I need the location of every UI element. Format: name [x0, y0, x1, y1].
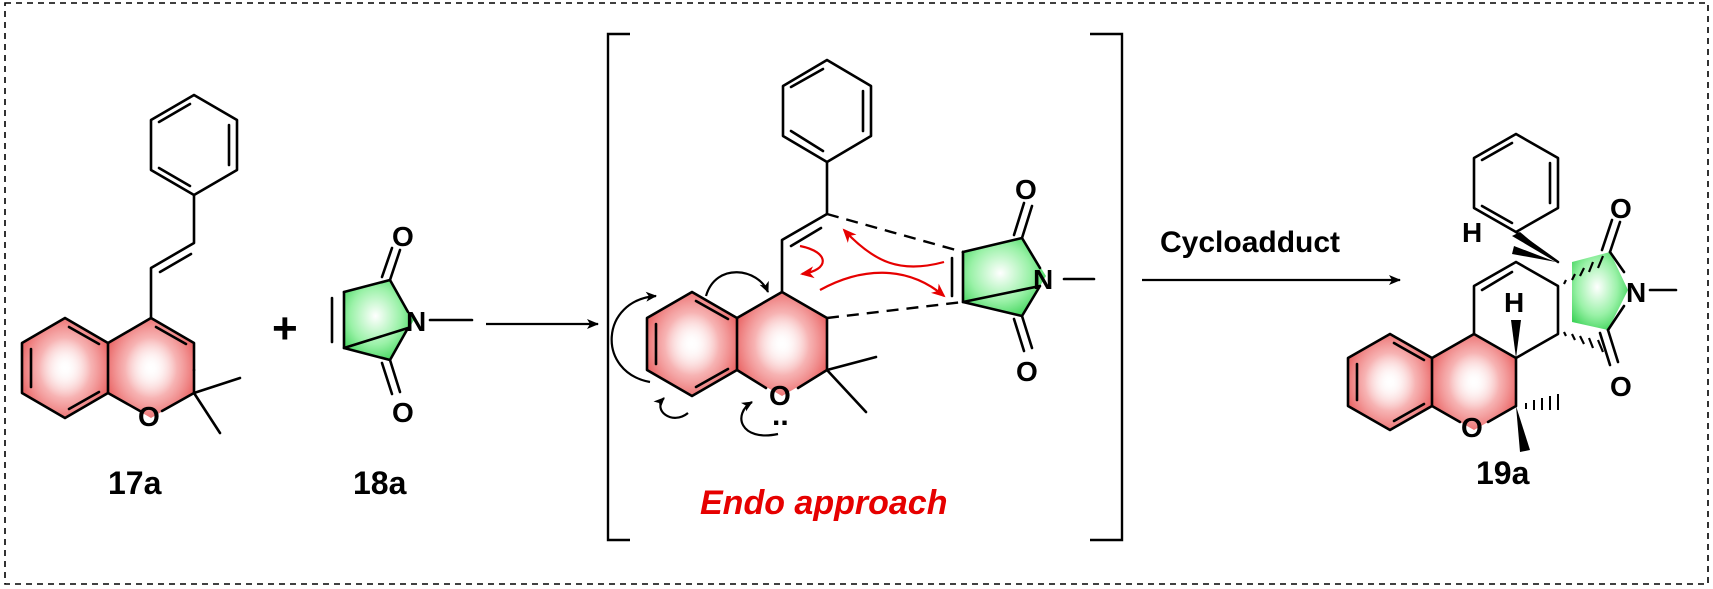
product-pyran-highlight	[1432, 334, 1516, 430]
oxygen-atom: O	[392, 221, 414, 252]
nitrogen-atom: N	[1626, 277, 1646, 308]
compound-label-19a: 19a	[1476, 455, 1530, 491]
wedge-bond-phenyl	[1512, 232, 1556, 262]
plus-sign: +	[272, 304, 298, 353]
nitrogen-atom: N	[1033, 264, 1053, 295]
ts-benzene-highlight	[647, 292, 737, 396]
hashed-bond-top	[1563, 255, 1605, 285]
lone-pair: ..	[772, 399, 789, 432]
oxygen-atom: O	[769, 380, 791, 411]
curly-arrow-left	[610, 291, 657, 384]
hydrogen-atom: H	[1504, 287, 1524, 318]
cycloadduct-label: Cycloadduct	[1160, 226, 1340, 259]
compound-17a: O 17a	[20, 93, 242, 501]
wedge-bond-h-junction	[1511, 320, 1521, 358]
chromene-pyran-highlight	[108, 318, 194, 418]
right-bracket	[1090, 32, 1124, 542]
red-arrow-to-diene	[842, 228, 945, 268]
oxygen-atom: O	[392, 397, 414, 428]
nitrogen-atom: N	[406, 306, 426, 337]
red-arrow-diene	[799, 244, 824, 279]
oxygen-atom: O	[1461, 412, 1483, 443]
chromene-benzene-highlight	[22, 318, 108, 418]
hydrogen-atom: H	[1462, 217, 1482, 248]
product-benzene-highlight	[1348, 334, 1432, 430]
curly-arrow-top	[704, 271, 770, 297]
curly-arrow-oxygen	[740, 401, 779, 437]
compound-label-17a: 17a	[108, 465, 162, 501]
oxygen-atom: O	[1016, 356, 1038, 387]
compound-19a: H H O N O O 19a	[1346, 132, 1678, 491]
oxygen-atom: O	[1610, 371, 1632, 402]
red-arrow-to-dienophile	[819, 271, 946, 298]
oxygen-atom: O	[1610, 193, 1632, 224]
wedge-bond-methyl	[1516, 406, 1530, 452]
hashed-bond-bottom	[1563, 331, 1605, 353]
endo-approach-caption: Endo approach	[700, 484, 947, 522]
oxygen-atom: O	[1015, 174, 1037, 205]
maleimide-highlight	[344, 280, 414, 360]
dashed-frame	[4, 2, 1709, 585]
wedge-bond-h-top	[1512, 246, 1556, 262]
ts-pyran-highlight	[737, 292, 827, 396]
hashed-bond-methyl	[1525, 394, 1559, 410]
forming-bond-bottom	[826, 300, 964, 320]
forming-bond-top	[826, 212, 964, 254]
product-maleimide-highlight	[1572, 252, 1628, 330]
left-bracket	[606, 32, 630, 542]
compound-18a: O N O 18a	[330, 221, 474, 501]
curly-arrow-bottom	[653, 397, 689, 419]
oxygen-atom: O	[138, 401, 160, 432]
compound-label-18a: 18a	[353, 465, 407, 501]
transition-state: O .. N O O Endo approach	[606, 32, 1124, 542]
